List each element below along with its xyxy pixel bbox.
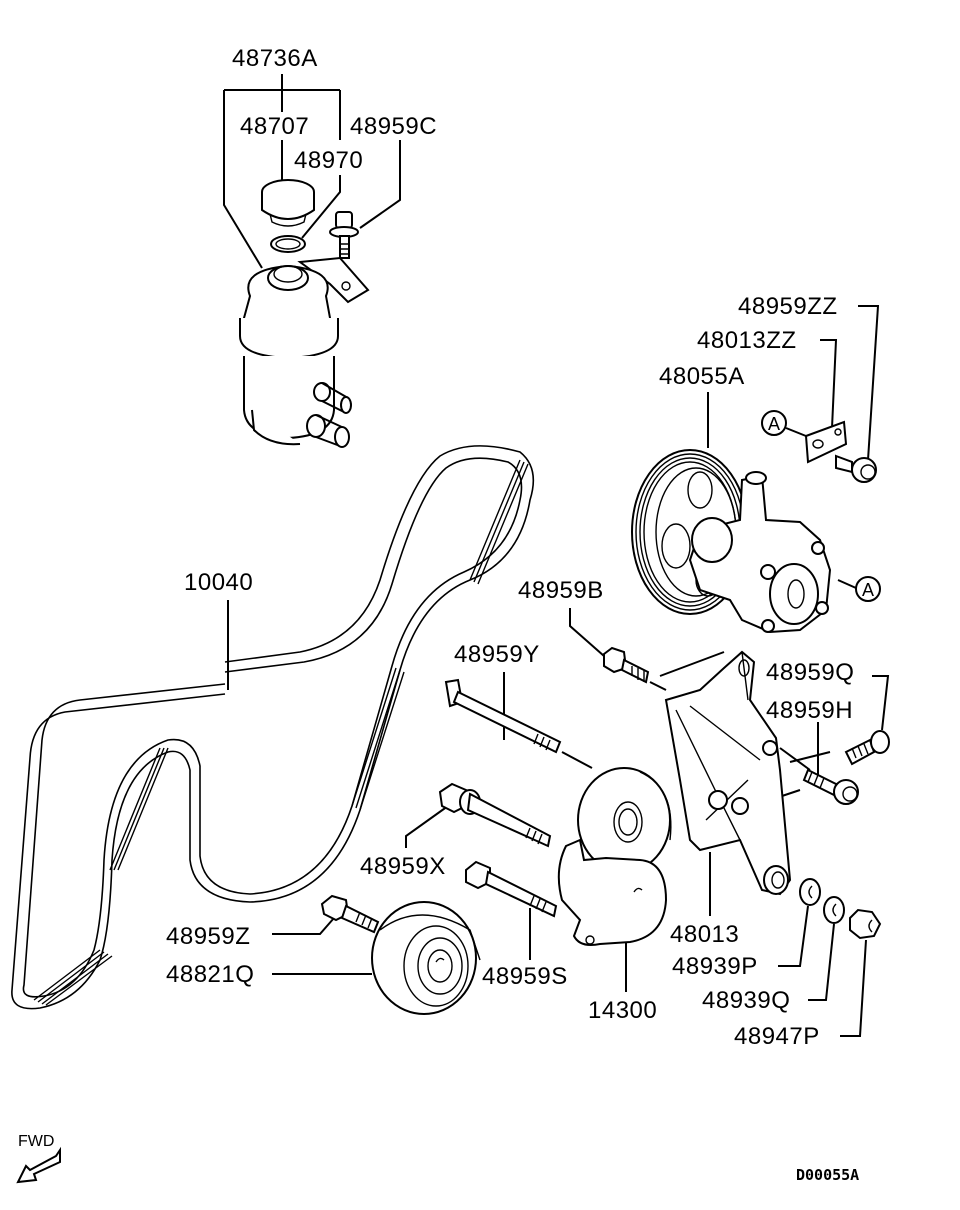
label-10040: 10040	[184, 569, 253, 596]
tensioner-bolt-48959X[interactable]	[438, 782, 552, 848]
label-48959Y: 48959Y	[454, 641, 540, 668]
callout-a-right: A	[837, 576, 881, 602]
label-48959B: 48959B	[518, 577, 604, 604]
oil-pump-group: A A 48959ZZ 48013ZZ 48055A	[631, 293, 881, 634]
label-48736A: 48736A	[232, 45, 318, 72]
label-48959ZZ: 48959ZZ	[738, 293, 838, 320]
pump-bracket-plate[interactable]	[804, 420, 848, 464]
svg-text:A: A	[768, 414, 780, 434]
label-48707: 48707	[240, 113, 309, 140]
leader-48959B	[569, 608, 605, 657]
leader-48970	[301, 175, 341, 239]
fastener-group: 48939P 48939Q 48947P	[672, 878, 882, 1050]
tensioner-group: 48959X 48959S 14300 48959Z 48821Q	[166, 767, 672, 1024]
drive-belt[interactable]: 10040	[11, 445, 535, 1010]
label-48959X: 48959X	[360, 853, 446, 880]
leader-48959B-to-bracket	[649, 651, 725, 691]
belt-tensioner[interactable]	[557, 767, 672, 946]
label-48959S: 48959S	[482, 963, 568, 990]
callout-a-top: A	[761, 410, 807, 437]
pump-bracket[interactable]	[664, 650, 792, 896]
oil-pump[interactable]	[631, 449, 832, 634]
leader-48959Y-axis	[561, 751, 593, 769]
forward-direction-indicator: FWD	[16, 1133, 61, 1184]
leader-48959Z	[272, 917, 335, 935]
label-48959Z: 48959Z	[166, 923, 250, 950]
bracket-bolt-48959Q[interactable]	[844, 730, 890, 766]
reference-code: D00055A	[796, 1166, 859, 1184]
label-48939Q: 48939Q	[702, 987, 790, 1014]
o-ring[interactable]	[270, 235, 306, 253]
fwd-arrow-icon	[16, 1146, 61, 1184]
label-48970: 48970	[294, 147, 363, 174]
leader-48947P	[840, 939, 867, 1037]
label-48959C: 48959C	[350, 113, 437, 140]
label-48055A: 48055A	[659, 363, 745, 390]
leader-48959Q	[872, 675, 890, 731]
bracket-bolt-48959B[interactable]	[603, 646, 650, 684]
leader-48959C	[359, 140, 401, 229]
long-bolt-48959Y[interactable]	[444, 678, 562, 754]
leader-48939P	[778, 905, 809, 967]
leader-48939Q	[808, 923, 835, 1001]
bracket-bolt-48959H[interactable]	[802, 768, 859, 805]
label-48821Q: 48821Q	[166, 961, 254, 988]
label-48013: 48013	[670, 921, 739, 948]
tensioner-bolt-48959S[interactable]	[465, 860, 558, 918]
label-14300: 14300	[588, 997, 657, 1024]
bracket-group: 48959B 48959Y 48959Q 48959H 48013	[444, 577, 890, 948]
reservoir-body[interactable]	[239, 256, 370, 448]
reservoir-bolt[interactable]	[329, 211, 359, 259]
leader-48959ZZ	[858, 305, 880, 461]
reservoir-cap[interactable]	[261, 179, 315, 227]
leader-48959X	[405, 805, 449, 848]
label-48013ZZ: 48013ZZ	[697, 327, 797, 354]
label-48959Q: 48959Q	[766, 659, 854, 686]
idler-bolt-48959Z[interactable]	[320, 894, 380, 934]
nut-48947P[interactable]	[849, 908, 882, 940]
label-48959H: 48959H	[766, 697, 853, 724]
label-48947P: 48947P	[734, 1023, 820, 1050]
label-48939P: 48939P	[672, 953, 758, 980]
leader-48013ZZ	[820, 339, 838, 429]
fwd-label: FWD	[18, 1133, 54, 1150]
washer-48939P[interactable]	[799, 878, 821, 906]
washer-48939Q[interactable]	[823, 896, 845, 924]
reservoir-group: 48736A 48707 48970 48959C	[223, 45, 437, 448]
idler-pulley[interactable]	[371, 901, 481, 1015]
svg-text:A: A	[862, 580, 874, 600]
pump-bracket-bolt[interactable]	[835, 454, 877, 483]
